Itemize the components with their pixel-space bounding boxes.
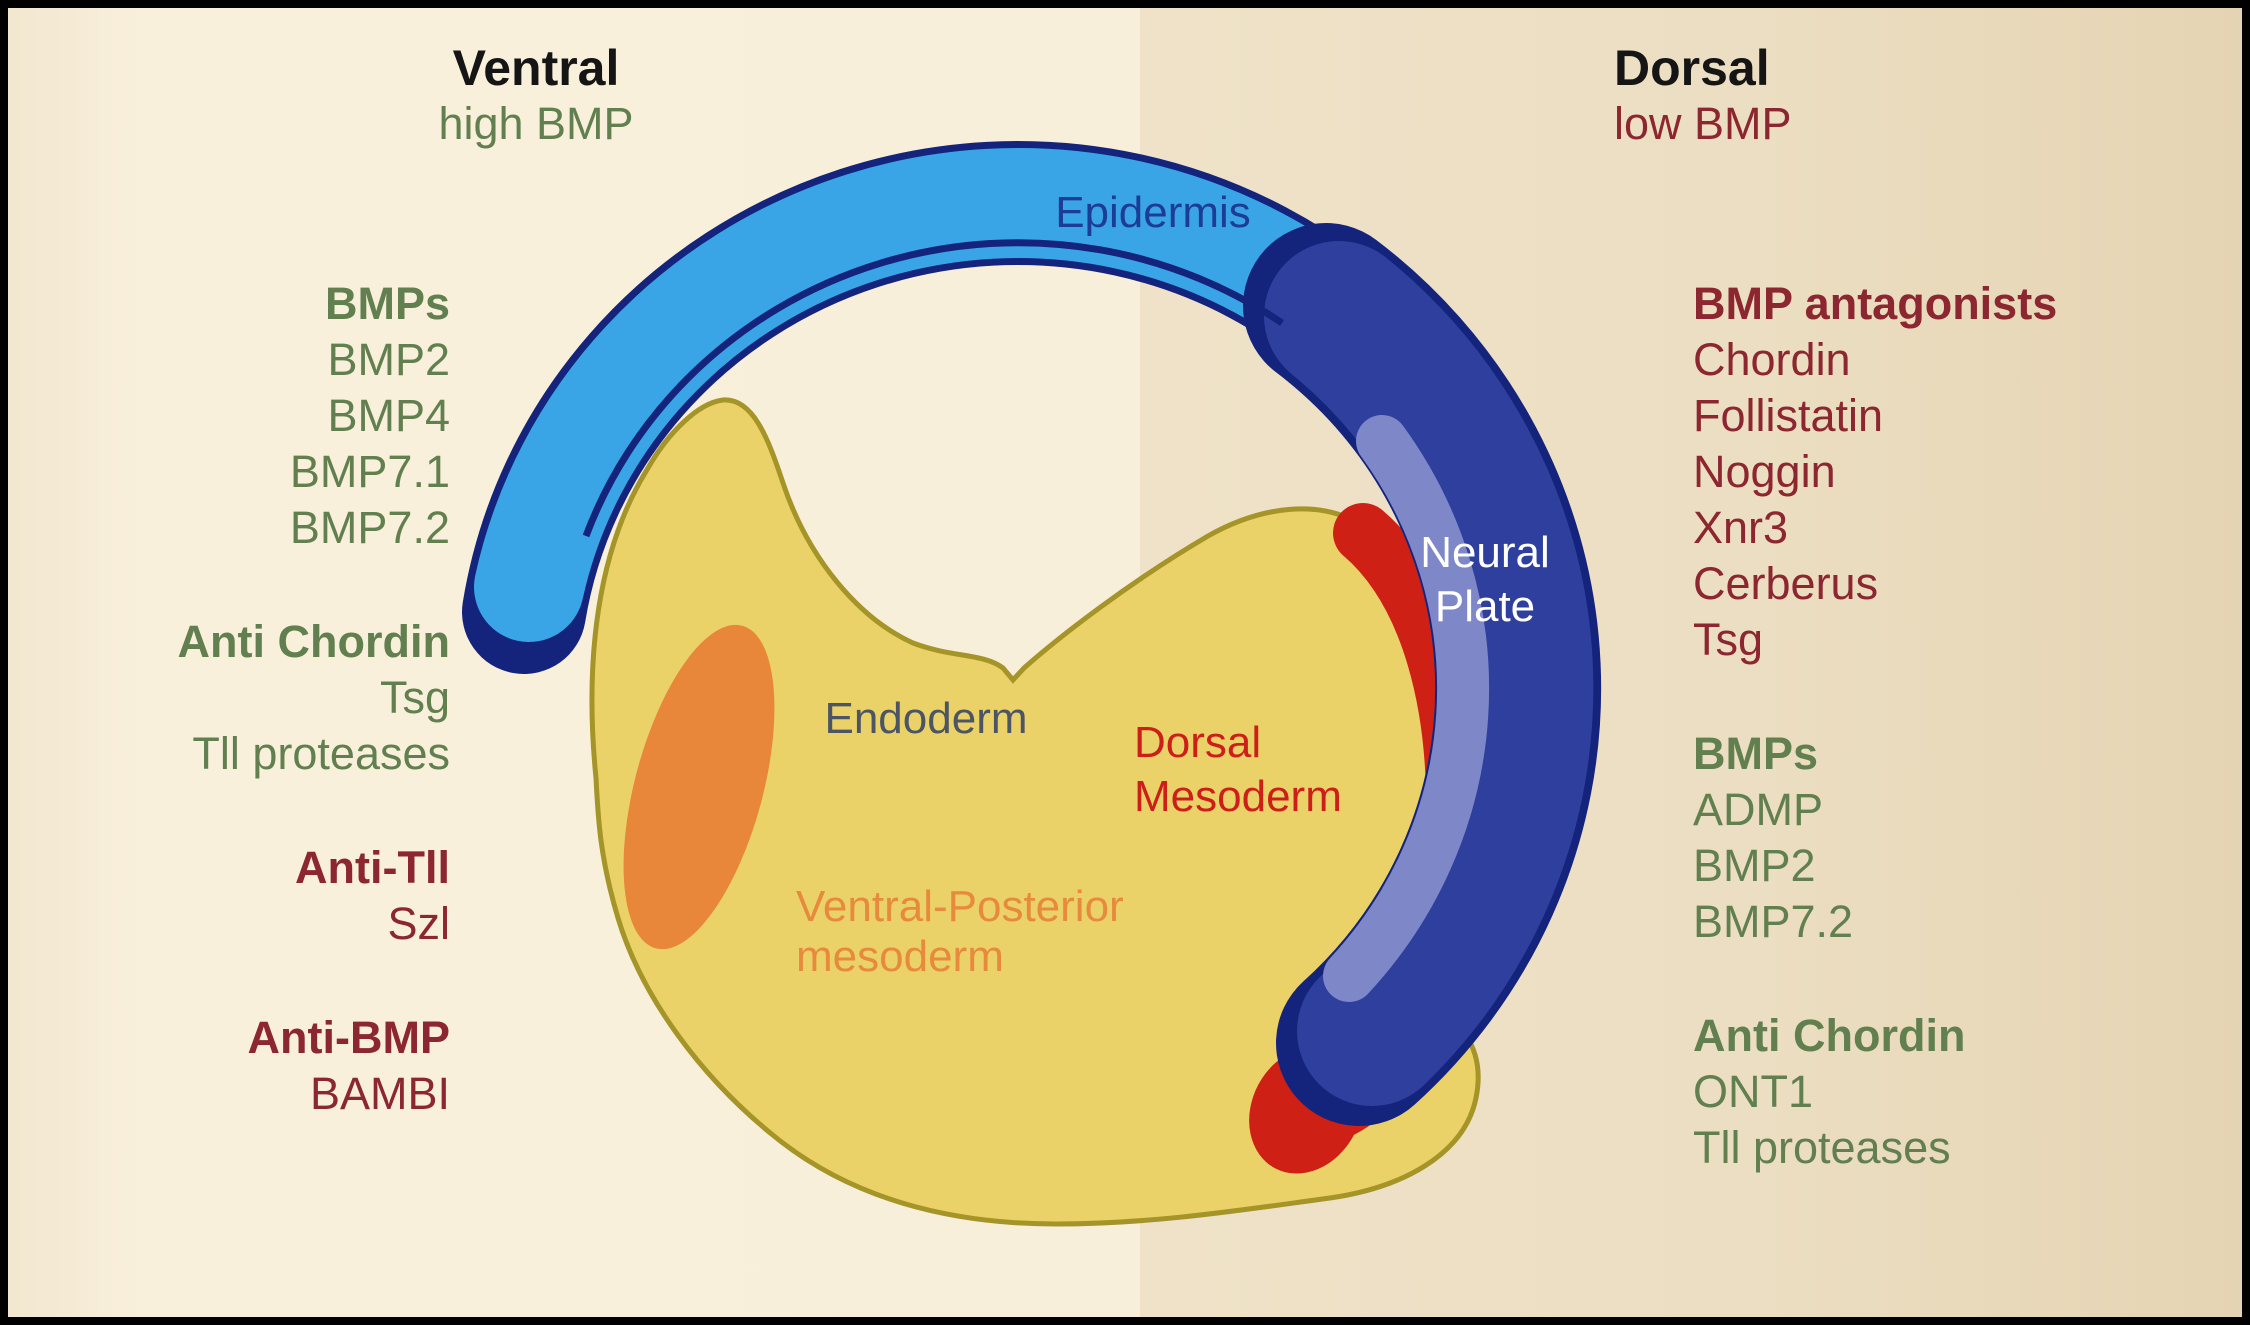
annotation-item: BMP2 xyxy=(1693,840,1816,891)
annotation-item: Szl xyxy=(387,898,450,949)
annotation-group-anti-chordin: Anti Chordin Tsg Tll proteases xyxy=(178,614,450,782)
annotation-item: BMP7.2 xyxy=(289,502,450,553)
annotation-item: Tsg xyxy=(1693,614,1764,665)
annotation-group-bmp-antagonists: BMP antagonists Chordin Follistatin Nogg… xyxy=(1693,276,2057,668)
epidermis-inner-line xyxy=(582,239,1284,538)
group-heading: Anti-Tll xyxy=(295,842,450,893)
neural-plate-band xyxy=(1264,241,1594,1106)
group-heading: BMP antagonists xyxy=(1693,278,2058,329)
neural-plate-label: Neural Plate xyxy=(1420,528,1550,631)
ventral-annotation-list: BMPs BMP2 BMP4 BMP7.1 BMP7.2 Anti Chordi… xyxy=(178,276,450,1122)
annotation-item: Cerberus xyxy=(1693,558,1879,609)
ventral-subtitle: high BMP xyxy=(438,98,634,149)
dorsal-subtitle: low BMP xyxy=(1614,98,1792,149)
dorsal-title-block: Dorsal low BMP xyxy=(1614,38,1792,150)
group-heading: Anti Chordin xyxy=(177,616,450,667)
annotation-item: Xnr3 xyxy=(1693,502,1789,553)
neural-plate-inner-band xyxy=(1323,415,1490,1002)
annotation-group-anti-tll: Anti-Tll Szl xyxy=(178,840,450,952)
group-heading: Anti Chordin xyxy=(1693,1010,1966,1061)
annotation-item: Follistatin xyxy=(1693,390,1884,441)
annotation-item: BMP7.2 xyxy=(1693,896,1854,947)
annotation-item: Tll proteases xyxy=(1693,1122,1951,1173)
dorsal-annotation-list: BMP antagonists Chordin Follistatin Nogg… xyxy=(1693,276,2057,1176)
annotation-item: Noggin xyxy=(1693,446,1836,497)
annotation-item: Tsg xyxy=(379,672,450,723)
annotation-item: ONT1 xyxy=(1693,1066,1814,1117)
annotation-group-anti-bmp: Anti-BMP BAMBI xyxy=(178,1010,450,1122)
ventral-posterior-mesoderm-region xyxy=(623,624,775,950)
annotation-item: BMP2 xyxy=(327,334,450,385)
ventral-title-block: Ventral high BMP xyxy=(336,38,736,150)
dorsal-title: Dorsal xyxy=(1614,40,1770,96)
annotation-item: BMP7.1 xyxy=(289,446,450,497)
annotation-item: BAMBI xyxy=(309,1068,450,1119)
annotation-item: BMP4 xyxy=(327,390,450,441)
annotation-item: ADMP xyxy=(1693,784,1824,835)
annotation-group-bmps: BMPs ADMP BMP2 BMP7.2 xyxy=(1693,726,2057,950)
embryo-diagram xyxy=(462,141,1602,1227)
epidermis-band xyxy=(474,148,1408,642)
ventral-title: Ventral xyxy=(452,40,620,96)
group-heading: Anti-BMP xyxy=(247,1012,450,1063)
annotation-group-bmps: BMPs BMP2 BMP4 BMP7.1 BMP7.2 xyxy=(178,276,450,556)
group-heading: BMPs xyxy=(324,278,450,329)
epidermis-label: Epidermis xyxy=(1055,188,1251,237)
annotation-item: Tll proteases xyxy=(192,728,450,779)
dorsal-mesoderm-label: Dorsal Mesoderm xyxy=(1134,718,1342,821)
group-heading: BMPs xyxy=(1693,728,1819,779)
ventral-posterior-mesoderm-label: Ventral-Posterior mesoderm xyxy=(796,882,1124,981)
annotation-group-anti-chordin: Anti Chordin ONT1 Tll proteases xyxy=(1693,1008,2057,1176)
endoderm-label: Endoderm xyxy=(824,694,1028,743)
annotation-item: Chordin xyxy=(1693,334,1851,385)
